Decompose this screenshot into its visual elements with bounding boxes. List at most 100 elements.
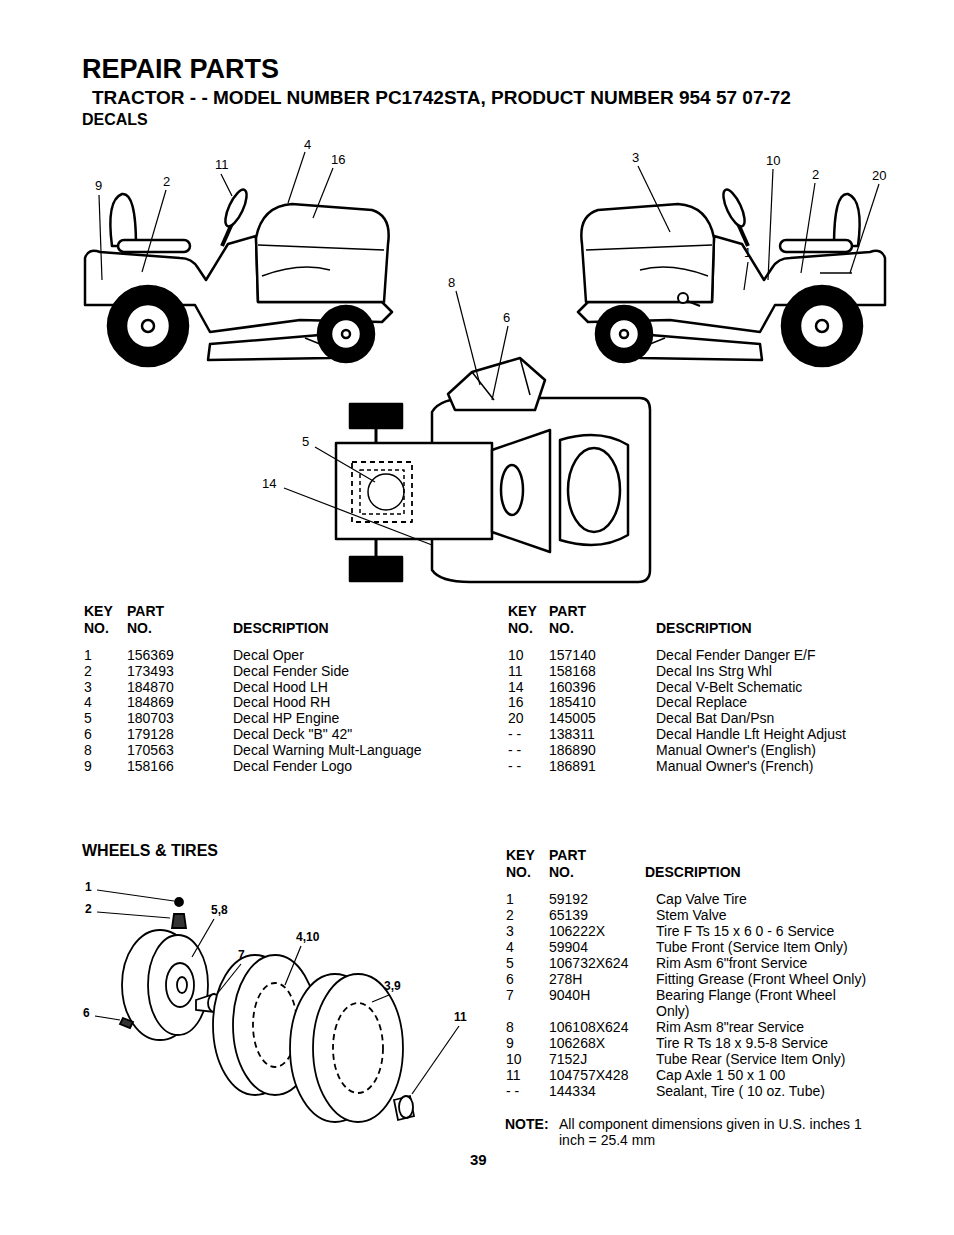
table-cell: 106732X624 [549, 955, 628, 971]
callout-number: 1 [85, 881, 92, 894]
table-cell: 185410 [549, 694, 596, 710]
table-cell: 106222X [549, 923, 605, 939]
table-cell: 106268X [549, 1035, 605, 1051]
table-cell: 186890 [549, 742, 596, 758]
table-cell: 179128 [127, 726, 174, 742]
callout-number: 3,9 [384, 980, 401, 993]
table-cell: Decal Hood RH [233, 694, 330, 710]
callout-number: 11 [454, 1011, 467, 1024]
table-header: PART NO. [549, 603, 586, 637]
table-cell: Decal Fender Logo [233, 758, 352, 774]
callout-number: 14 [262, 477, 276, 491]
table-header: KEY NO. [84, 603, 113, 637]
table-cell: 16 [508, 694, 524, 710]
callout-number: 1 [744, 246, 751, 260]
table-cell: 1 [84, 647, 92, 663]
table-cell: 156369 [127, 647, 174, 663]
callout-number: 4,10 [296, 931, 319, 944]
table-cell: 2 [84, 663, 92, 679]
table-header: PART NO. [549, 847, 586, 881]
section-heading: WHEELS & TIRES [82, 842, 218, 860]
callout-number: 5 [302, 435, 309, 449]
table-cell: 10 [508, 647, 524, 663]
subtitle: TRACTOR - - MODEL NUMBER PC1742STA, PROD… [92, 87, 791, 109]
table-cell: 59904 [549, 939, 588, 955]
table-cell: 138311 [549, 726, 595, 742]
table-cell: 186891 [549, 758, 596, 774]
table-cell: 7152J [549, 1051, 587, 1067]
table-cell: Fitting Grease (Front Wheel Only) [656, 971, 866, 987]
callout-number: 7 [238, 949, 245, 962]
callout-number: 6 [83, 1007, 90, 1020]
table-cell: Cap Valve Tire [656, 891, 747, 907]
table-cell: 7 [506, 987, 514, 1003]
table-cell: 157140 [549, 647, 596, 663]
table-cell: Decal Bat Dan/Psn [656, 710, 774, 726]
table-cell: Decal Hood LH [233, 679, 328, 695]
table-cell: 9 [506, 1035, 514, 1051]
table-cell: 144334 [549, 1083, 596, 1099]
table-cell: Rim Asm 8"rear Service [656, 1019, 804, 1035]
table-cell: Cap Axle 1 50 x 1 00 [656, 1067, 785, 1083]
callout-number: 11 [215, 158, 229, 172]
table-cell: 65139 [549, 907, 588, 923]
callout-number: 9 [95, 179, 102, 193]
table-cell: 6 [84, 726, 92, 742]
callout-number: 2 [85, 903, 92, 916]
note-text: All component dimensions given in U.S. i… [559, 1116, 877, 1148]
table-cell: 9040H [549, 987, 590, 1003]
table-cell: 3 [506, 923, 514, 939]
table-cell: 2 [506, 907, 514, 923]
table-cell: 104757X428 [549, 1067, 628, 1083]
table-cell: 11 [508, 663, 523, 679]
table-cell: 184869 [127, 694, 174, 710]
table-cell: - - [508, 742, 521, 758]
callout-number: 20 [872, 169, 886, 183]
table-header: DESCRIPTION [645, 864, 741, 881]
table-cell: 1 [506, 891, 514, 907]
callout-number: 2 [163, 175, 170, 189]
table-cell: 14 [508, 679, 524, 695]
table-cell: 158166 [127, 758, 174, 774]
table-cell: Sealant, Tire ( 10 oz. Tube) [656, 1083, 825, 1099]
table-cell: - - [508, 726, 521, 742]
callout-number: 4 [304, 138, 311, 152]
table-cell: 173493 [127, 663, 174, 679]
table-cell: 170563 [127, 742, 174, 758]
table-cell: Tire R Ts 18 x 9.5-8 Service [656, 1035, 828, 1051]
table-cell: 5 [506, 955, 514, 971]
table-cell: Decal V-Belt Schematic [656, 679, 802, 695]
table-cell: Manual Owner's (French) [656, 758, 814, 774]
table-cell: 5 [84, 710, 92, 726]
table-cell: 9 [84, 758, 92, 774]
table-cell: 4 [84, 694, 92, 710]
callout-number: 6 [503, 311, 510, 325]
table-cell: 3 [84, 679, 92, 695]
table-cell: 11 [506, 1067, 521, 1083]
table-cell: 6 [506, 971, 514, 987]
table-cell: 10 [506, 1051, 522, 1067]
table-cell: 180703 [127, 710, 174, 726]
table-cell: Decal Ins Strg Whl [656, 663, 772, 679]
table-cell: Manual Owner's (English) [656, 742, 816, 758]
table-cell: Decal Fender Side [233, 663, 349, 679]
callout-number: 16 [331, 153, 345, 167]
table-cell: 8 [506, 1019, 514, 1035]
note-label: NOTE: [505, 1116, 549, 1133]
table-cell: 278H [549, 971, 582, 987]
callout-number: 8 [448, 276, 455, 290]
callout-number: 10 [766, 154, 780, 168]
table-cell: 20 [508, 710, 524, 726]
page-number: 39 [470, 1152, 487, 1168]
table-cell: - - [508, 758, 521, 774]
table-cell: Decal Fender Danger E/F [656, 647, 816, 663]
section-heading: DECALS [82, 111, 148, 129]
table-header: DESCRIPTION [233, 620, 329, 637]
table-cell: Rim Asm 6"front Service [656, 955, 807, 971]
table-cell: Tube Front (Service Item Only) [656, 939, 848, 955]
table-cell: 160396 [549, 679, 596, 695]
table-cell: Decal Oper [233, 647, 304, 663]
table-cell: 158168 [549, 663, 596, 679]
table-cell: Decal Replace [656, 694, 747, 710]
